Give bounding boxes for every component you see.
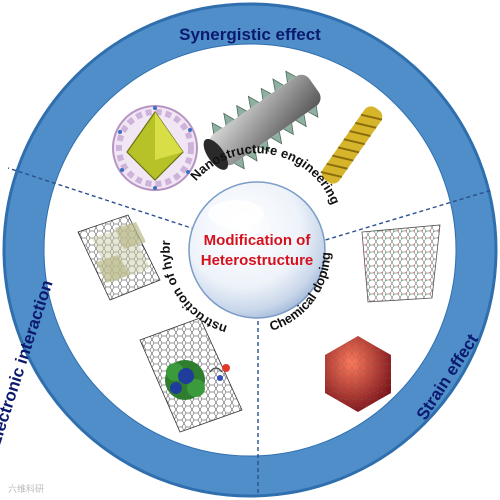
octahedron-in-nanoshell-icon: [112, 105, 198, 191]
center-title-line2: Heterostructure: [201, 252, 314, 269]
watermark: 六维科研: [8, 483, 44, 495]
center-title-line1: Modification of: [204, 232, 312, 249]
hybrid-cluster-on-graphene-icon: [139, 317, 243, 433]
doped-lattice-icon: [361, 224, 441, 303]
spiky-nanorod-icon: [203, 70, 321, 170]
divider-left: [7, 167, 223, 239]
twisted-nanowire-icon: [320, 106, 383, 184]
label-synergistic-effect: Synergistic effect: [179, 25, 321, 44]
graphene-sheets-icon: [77, 214, 161, 301]
sphere-highlight: [208, 200, 264, 228]
